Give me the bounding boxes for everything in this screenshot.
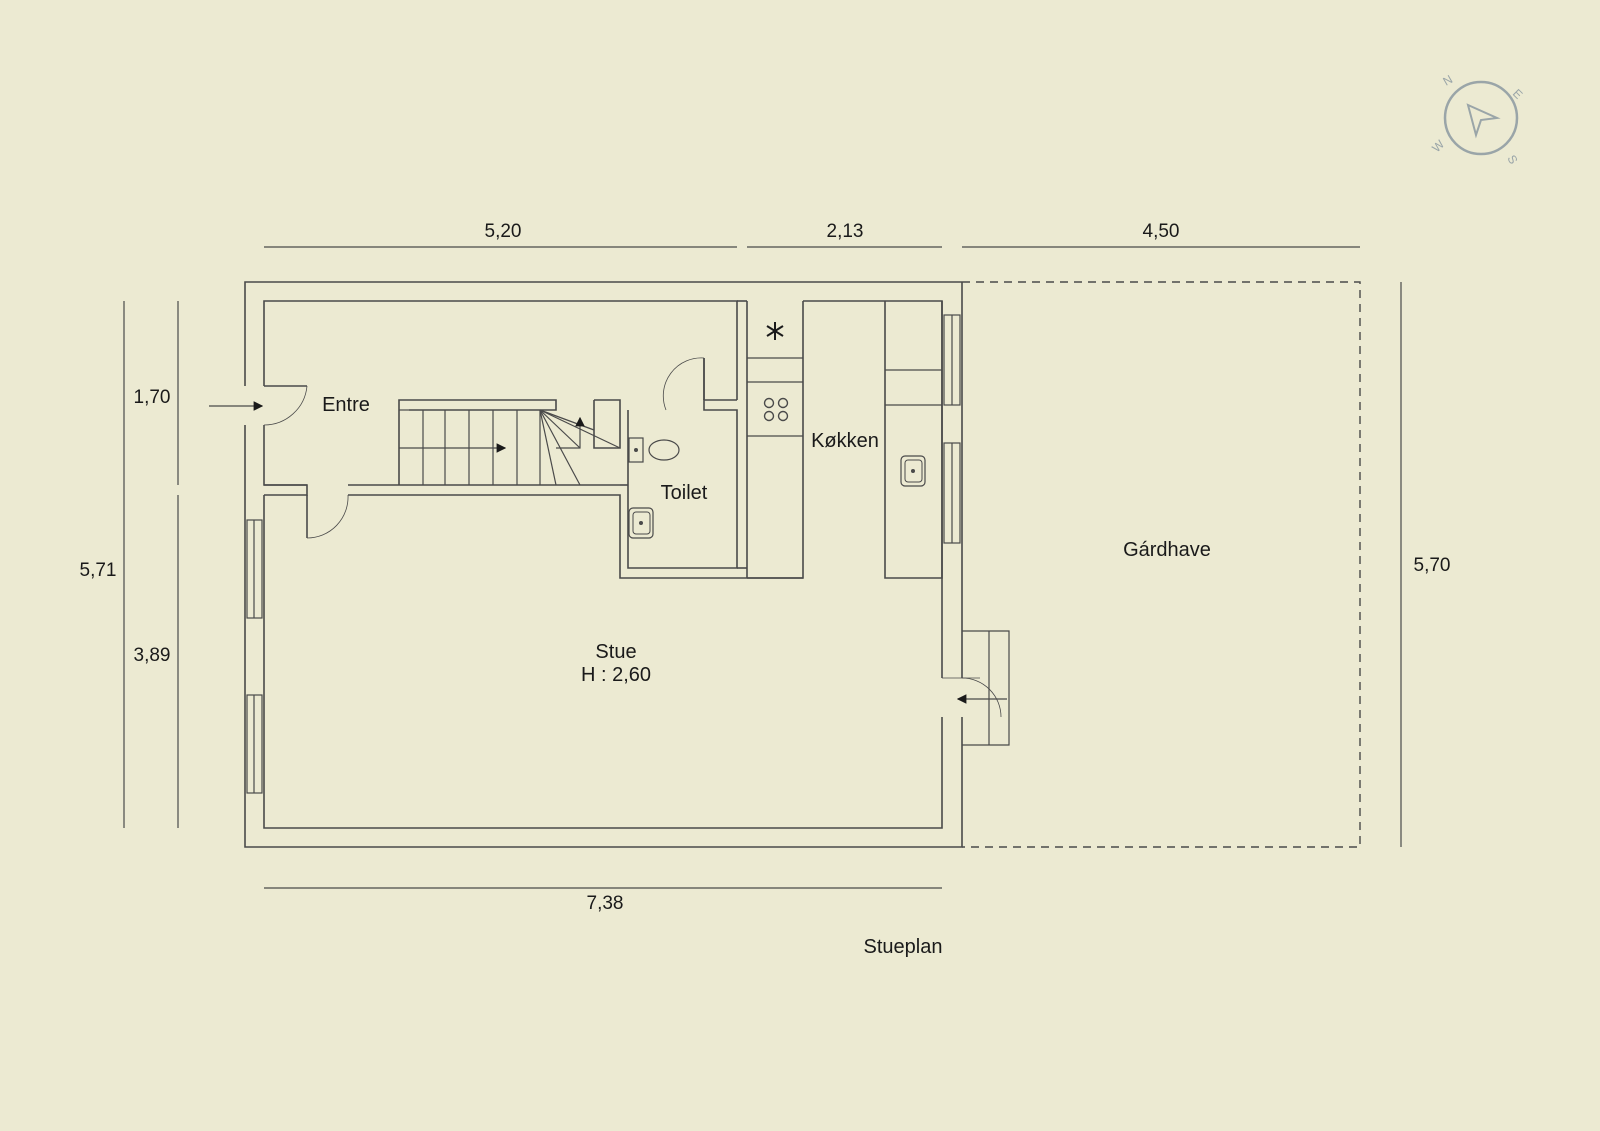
dimension-left-lower: 3,89: [134, 645, 171, 666]
interior-walls: [264, 300, 943, 579]
staircase: [398, 399, 621, 486]
freezer-icon: [766, 322, 784, 340]
room-label-stue: Stue: [595, 641, 636, 663]
bathroom-sink-icon: [628, 507, 654, 539]
dimension-left-upper: 1,70: [134, 387, 171, 408]
dimension-left-total: 5,71: [80, 560, 117, 581]
compass-north-label: N: [1441, 72, 1456, 88]
compass-south-label: S: [1504, 153, 1520, 167]
windows: [246, 314, 961, 794]
garden-outline: [962, 281, 1361, 848]
compass-icon: N E S W: [1429, 72, 1525, 166]
dimension-bottom: 7,38: [587, 893, 624, 914]
dimension-right: 5,70: [1414, 555, 1451, 576]
room-label-toilet: Toilet: [661, 482, 708, 504]
dimension-top-middle: 2,13: [827, 221, 864, 242]
outer-walls: [244, 281, 963, 848]
room-label-kokken: Køkken: [811, 430, 879, 452]
compass-west-label: W: [1429, 137, 1447, 155]
toilet-icon: [628, 437, 680, 463]
dimension-top-left: 5,20: [485, 221, 522, 242]
dimension-lines: [123, 246, 1402, 889]
doors: [209, 357, 1010, 746]
room-label-entre: Entre: [322, 394, 370, 416]
cooktop-icon: [763, 397, 789, 422]
room-height-stue: H : 2,60: [581, 664, 651, 686]
kitchen-sink-icon: [900, 455, 926, 487]
dimension-top-right: 4,50: [1143, 221, 1180, 242]
plan-title: Stueplan: [864, 936, 943, 958]
room-label-gardhave: Gárdhave: [1123, 539, 1211, 561]
